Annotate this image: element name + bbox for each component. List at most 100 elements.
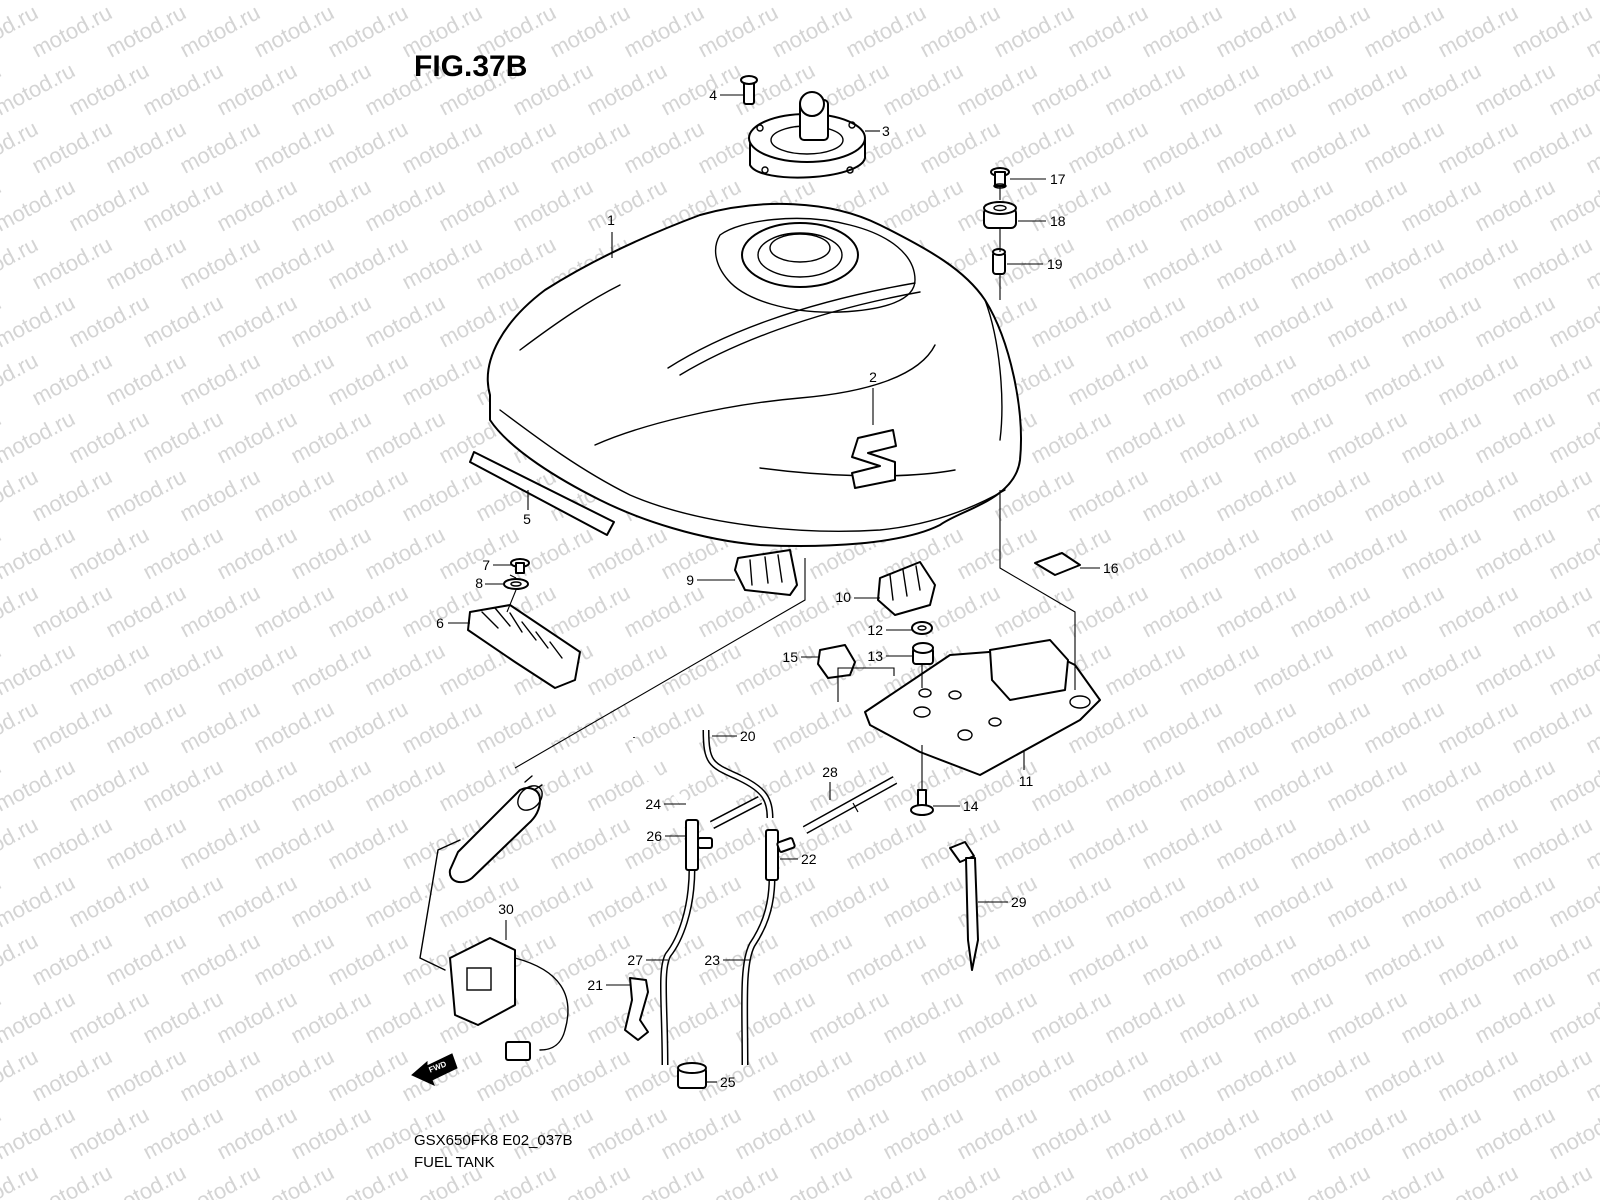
fwd-arrow: FWD	[411, 1053, 458, 1086]
watermark-text: motod.ru	[1249, 870, 1337, 933]
watermark-text: motod.ru	[176, 348, 264, 411]
figure-title: FIG.37B	[414, 50, 527, 83]
watermark-text: motod.ru	[213, 58, 301, 121]
watermark-text: motod.ru	[731, 638, 819, 701]
watermark-text: motod.ru	[1249, 174, 1337, 237]
labels: FIG.37B GSX650FK8 E02_037B FUEL TANK	[414, 50, 572, 1171]
cable-tie	[949, 841, 979, 971]
watermark-text: motod.ru	[509, 522, 597, 585]
hose-clamp	[624, 977, 649, 1041]
watermark-text: motod.ru	[694, 0, 782, 62]
watermark-text: motod.ru	[1323, 638, 1411, 701]
watermark-text: motod.ru	[139, 522, 227, 585]
watermark-text: motod.ru	[1434, 580, 1522, 643]
watermark-text: motod.ru	[361, 638, 449, 701]
callout-18: 18	[1050, 213, 1066, 229]
watermark-text: motod.ru	[65, 290, 153, 353]
watermark-text: motod.ru	[250, 464, 338, 527]
watermark-text: motod.ru	[1249, 406, 1337, 469]
watermark-text: motod.ru	[0, 0, 79, 4]
watermark-text: motod.ru	[176, 812, 264, 875]
watermark-text: motod.ru	[213, 522, 301, 585]
watermark-text: motod.ru	[1286, 696, 1374, 759]
watermark-text: motod.ru	[1175, 0, 1263, 4]
side-cushion	[817, 644, 856, 679]
watermark-text: motod.ru	[1323, 754, 1411, 817]
watermark-text: motod.ru	[1101, 1102, 1189, 1165]
watermark-text: motod.ru	[1175, 174, 1263, 237]
watermark-text: motod.ru	[1249, 754, 1337, 817]
watermark-text: motod.ru	[953, 1102, 1041, 1165]
watermark-text: motod.ru	[1027, 58, 1115, 121]
bracket-bolt	[510, 558, 530, 574]
watermark-text: motod.ru	[1323, 58, 1411, 121]
watermark-text: motod.ru	[842, 928, 930, 991]
watermark-text: motod.ru	[139, 174, 227, 237]
watermark-text: motod.ru	[361, 870, 449, 933]
watermark-text: motod.ru	[1064, 812, 1152, 875]
watermark-text: motod.ru	[1027, 754, 1115, 817]
watermark-text: motod.ru	[657, 1102, 745, 1165]
watermark-text: motod.ru	[1212, 580, 1300, 643]
watermark-text: motod.ru	[1360, 0, 1448, 62]
watermark-text: motod.ru	[1471, 638, 1559, 701]
watermark-text: motod.ru	[1175, 754, 1263, 817]
watermark-text: motod.ru	[509, 870, 597, 933]
watermark-text: motod.ru	[1323, 406, 1411, 469]
watermark-text: motod.ru	[28, 0, 116, 62]
watermark-text: motod.ru	[176, 1044, 264, 1107]
watermark-text: motod.ru	[805, 986, 893, 1049]
model-code: GSX650FK8 E02_037B	[414, 1132, 572, 1149]
joint-22	[765, 829, 796, 881]
watermark-text: motod.ru	[1434, 464, 1522, 527]
watermark-text: motod.ru	[28, 812, 116, 875]
watermark-text: motod.ru	[805, 870, 893, 933]
watermark-text: motod.ru	[102, 464, 190, 527]
watermark-text: motod.ru	[1249, 58, 1337, 121]
watermark-text: motod.ru	[213, 1102, 301, 1165]
watermark-text: motod.ru	[509, 0, 597, 4]
watermark-text: motod.ru	[1138, 464, 1226, 527]
fuel-cap	[748, 91, 866, 179]
watermark-text: motod.ru	[1212, 928, 1300, 991]
callout-5: 5	[523, 511, 531, 527]
watermark-text: motod.ru	[65, 0, 153, 4]
watermark-text: motod.ru	[1397, 986, 1485, 1049]
callout-23: 23	[704, 952, 720, 968]
watermark-text: motod.ru	[1212, 696, 1300, 759]
watermark-text: motod.ru	[1064, 0, 1152, 62]
watermark-text: motod.ru	[1545, 754, 1600, 817]
watermark-text: motod.ru	[361, 522, 449, 585]
watermark-text: motod.ru	[324, 0, 412, 62]
watermark-text: motod.ru	[916, 116, 1004, 179]
watermark-text: motod.ru	[1397, 638, 1485, 701]
watermark-text: motod.ru	[28, 464, 116, 527]
watermark-text: motod.ru	[139, 406, 227, 469]
watermark-text: motod.ru	[805, 0, 893, 4]
watermark-text: motod.ru	[1508, 580, 1596, 643]
watermark-text: motod.ru	[990, 0, 1078, 62]
watermark-text: motod.ru	[287, 0, 375, 4]
watermark-text: motod.ru	[583, 0, 671, 4]
watermark-text: motod.ru	[546, 116, 634, 179]
watermark-text: motod.ru	[324, 580, 412, 643]
watermark-text: motod.ru	[1286, 928, 1374, 991]
watermark-text: motod.ru	[1138, 580, 1226, 643]
watermark-text: motod.ru	[1249, 0, 1337, 4]
watermark-text: motod.ru	[1286, 464, 1374, 527]
watermark-text: motod.ru	[250, 696, 338, 759]
callout-4: 4	[709, 87, 717, 103]
watermark-text: motod.ru	[768, 928, 856, 991]
watermark-text: motod.ru	[1545, 174, 1600, 237]
watermark-text: motod.ru	[509, 174, 597, 237]
watermark-text: motod.ru	[1508, 232, 1596, 295]
watermark-text: motod.ru	[1249, 638, 1337, 701]
watermark-text: motod.ru	[583, 522, 671, 585]
watermark-text: motod.ru	[1175, 406, 1263, 469]
tank-bracket-plate	[864, 639, 1101, 776]
watermark-text: motod.ru	[1471, 290, 1559, 353]
watermark-text: motod.ru	[1360, 348, 1448, 411]
watermark-text: motod.ru	[1138, 696, 1226, 759]
watermark-text: motod.ru	[1138, 1044, 1226, 1107]
watermark-text: motod.ru	[1027, 174, 1115, 237]
